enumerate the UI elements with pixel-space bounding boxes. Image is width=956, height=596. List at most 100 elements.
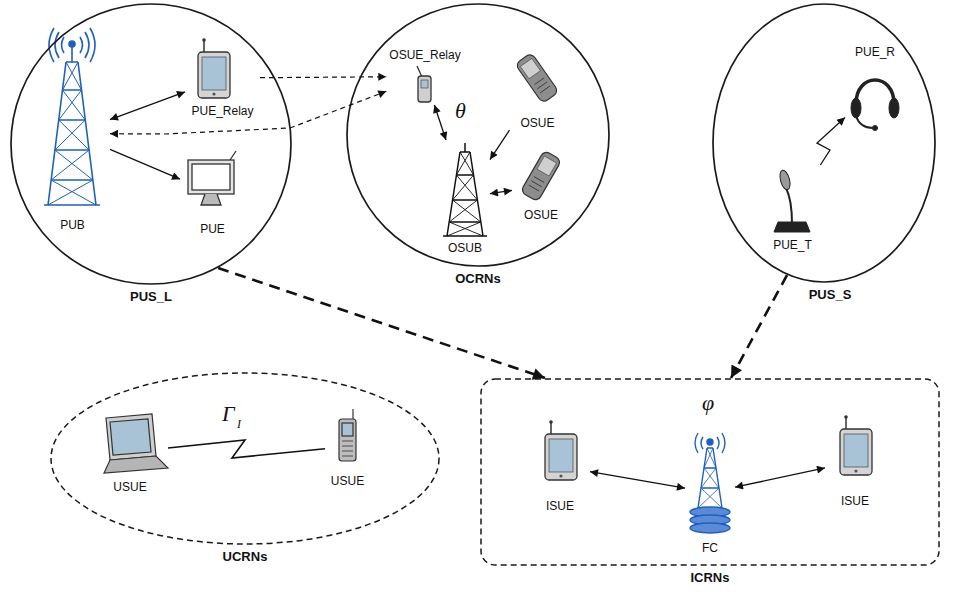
link-connector [490,130,510,160]
cell-phone [515,53,559,104]
region-outline [481,379,939,565]
device-node: OSUE_Relay [386,48,463,105]
primary-base-station [71,44,73,62]
cell-phone [342,423,353,436]
device-node: PUE_Relay [185,38,260,118]
device-node: OSUE [505,45,570,130]
cell-phone [342,441,353,456]
device-label: PUE_R [855,45,895,59]
user-tablet [840,415,872,475]
link-connector [590,472,685,489]
primary-base-station [44,62,100,205]
secondary-base-station [464,143,466,152]
region-name: ICRNs [690,570,729,586]
network-region: UCRNsUSUEUSUE [50,372,440,545]
symbol-label: θ [455,100,466,122]
region-outline [347,4,609,266]
device-label: OSUE [524,208,558,222]
device-node: PUB [35,35,110,232]
laptop [104,456,168,473]
region-name: OCRNs [455,271,501,287]
region-outline [346,3,610,267]
secondary-base-station [443,152,487,236]
cell-phone [339,409,356,461]
user-monitor [188,151,236,205]
headset [856,116,873,128]
region-outline [50,372,440,545]
fusion-center-tower [690,433,730,533]
link-connector [731,275,787,378]
device-label: USUE [331,474,364,488]
device-label: FC [702,541,718,555]
device-node: ISUE [825,415,885,508]
cell-phone [515,53,559,104]
device-label: PUB [60,218,85,232]
symbol-label: φ [702,392,714,414]
device-node: OSUB [440,140,490,255]
device-node: PUE [180,150,245,236]
cell-phone [520,150,561,202]
device-node: OSUE [512,150,570,222]
device-label: ISUE [546,499,574,513]
fusion-center-tower [690,523,730,533]
link-connector [260,76,386,78]
network-region: PUS_LPUBPUE_RelayPUE [10,3,292,285]
link-connector [218,268,545,378]
cell-phone [520,150,561,202]
laptop [110,419,151,455]
device-node: PUE_R [845,45,905,135]
region-name: PUS_S [809,287,852,303]
device-label: USUE [113,480,146,494]
fusion-center-tower [698,448,722,508]
device-node: PUE_T [755,165,830,252]
device-label: OSUB [448,241,482,255]
relay-antenna [418,76,431,102]
relay-tablet [198,38,230,98]
primary-base-station [49,28,95,62]
user-monitor [230,151,236,160]
region-outline [713,4,935,282]
region-name: UCRNs [223,549,268,565]
microphone [786,188,792,224]
user-monitor [201,194,221,205]
network-region: OCRNsOSUE_RelayOSUEOSUBOSUE [346,3,610,267]
relay-antenna [417,66,431,102]
headset [856,80,894,104]
link-connector [110,91,386,134]
relay-antenna [421,80,428,88]
device-node: ISUE [530,420,590,513]
device-node: FC [685,430,735,555]
user-monitor [192,164,230,190]
device-label: PUE_Relay [191,104,253,118]
laptop [104,414,168,473]
link-connector [168,440,325,458]
cell-phone [339,419,356,461]
secondary-base-station [443,143,487,236]
symbol-label: Γ [222,403,235,425]
fusion-center-tower [695,433,725,453]
link-connector [110,92,185,120]
headset [851,80,899,131]
region-outline [10,3,292,285]
device-label: PUE [200,222,225,236]
device-label: OSUE_Relay [389,48,460,62]
link-connector [490,190,512,193]
device-node: USUE [325,405,370,488]
device-label: OSUE [520,116,554,130]
region-outline [11,4,291,284]
microphone [774,169,810,232]
microphone [778,169,792,191]
region-outline [51,373,439,544]
link-connector [434,105,446,140]
fusion-center-tower [698,448,722,508]
symbol-label: I [237,418,241,430]
user-tablet [545,420,577,480]
network-region: PUS_SPUE_RPUE_T [712,3,936,283]
region-outline [712,3,936,283]
device-node: USUE [92,410,168,494]
secondary-base-station [447,152,483,236]
region-name: PUS_L [130,289,172,305]
headset [873,126,878,131]
user-monitor [188,160,234,194]
